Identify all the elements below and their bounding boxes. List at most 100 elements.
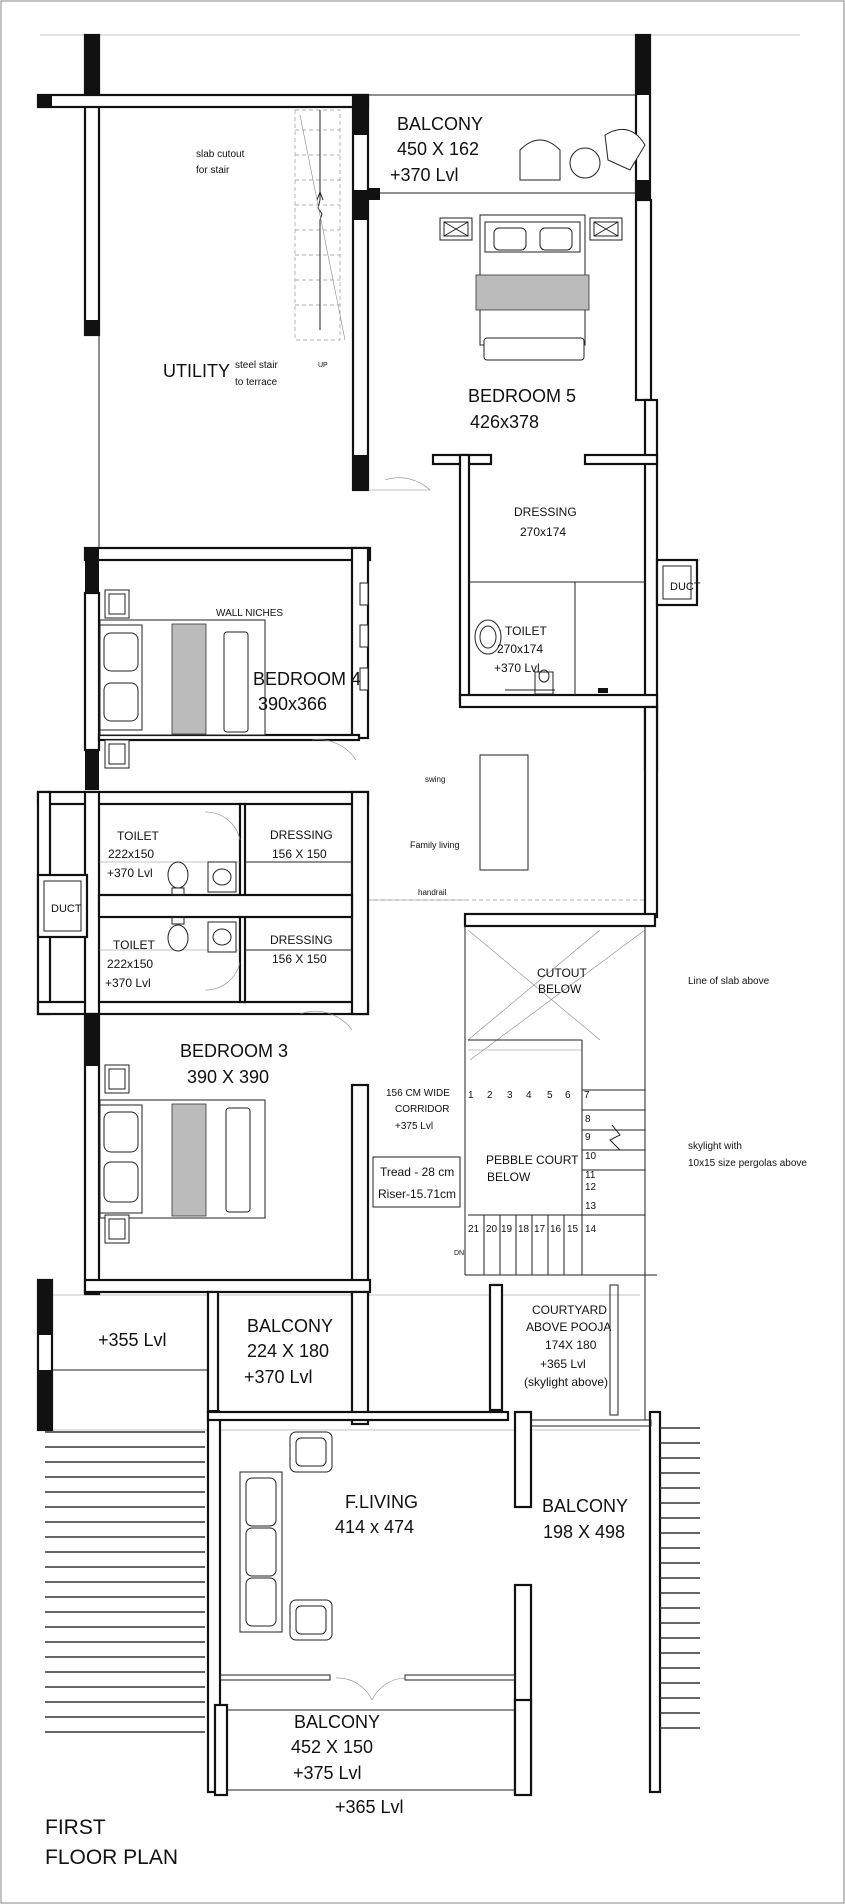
line-of-slab-note: Line of slab above <box>688 976 770 987</box>
cutout-line1: CUTOUT <box>537 966 587 980</box>
balcony-mid-block <box>36 1278 370 1432</box>
stair-number: 3 <box>507 1090 513 1101</box>
bedroom3-size: 390 X 390 <box>187 1067 269 1087</box>
balcony-right-name: BALCONY <box>542 1496 628 1516</box>
bedroom3-name: BEDROOM 3 <box>180 1041 288 1061</box>
stair-courtyard-block <box>370 705 659 1420</box>
toilets-block <box>36 790 370 1031</box>
stair-number: 11 <box>585 1170 596 1181</box>
balcony-top-name: BALCONY <box>397 114 483 134</box>
cutout-line2: BELOW <box>538 982 582 996</box>
pebble-line2: BELOW <box>487 1170 531 1184</box>
dn-label: DN <box>454 1250 464 1257</box>
balcony-right-pergola <box>45 1410 700 1794</box>
balcony-right-size: 198 X 498 <box>543 1522 625 1542</box>
skylight-note-2: 10x15 size pergolas above <box>688 1158 807 1169</box>
stair-number: 15 <box>567 1224 579 1235</box>
balcony-top-level: +370 Lvl <box>390 165 459 185</box>
dressing-b-size: 156 X 150 <box>272 952 327 966</box>
corridor-note-3: +375 Lvl <box>395 1121 433 1132</box>
steel-stair-note-1: steel stair <box>235 360 278 371</box>
swing-note: swing <box>425 775 445 784</box>
toilet-b-level: +370 Lvl <box>105 976 151 990</box>
balcony-bottom-size: 452 X 150 <box>291 1737 373 1757</box>
construction-lines <box>40 34 800 1431</box>
stair-number: 2 <box>487 1090 493 1101</box>
toilet-a-name: TOILET <box>117 829 159 843</box>
labels: BALCONY 450 X 162 +370 Lvl slab cutout f… <box>45 114 807 1869</box>
riser-note: Riser-15.71cm <box>378 1187 456 1201</box>
toilet5-size: 270x174 <box>497 642 543 656</box>
pergola-left <box>45 1431 205 1733</box>
slab-cutout-note-1: slab cutout <box>196 149 245 160</box>
stair-number: 7 <box>584 1090 590 1101</box>
pebble-line1: PEBBLE COURT <box>486 1153 579 1167</box>
stair-number: 13 <box>585 1201 597 1212</box>
bedroom5-size: 426x378 <box>470 412 539 432</box>
stair-number: 12 <box>585 1182 597 1193</box>
balcony-top-size: 450 X 162 <box>397 139 479 159</box>
stair-number: 17 <box>534 1224 546 1235</box>
toilet-b-name: TOILET <box>113 938 155 952</box>
dressing-a-size: 156 X 150 <box>272 847 327 861</box>
wall-niches-note: WALL NICHES <box>216 608 283 619</box>
bedroom3-block <box>83 1012 372 1297</box>
courtyard-level: +365 Lvl <box>540 1357 586 1371</box>
duct-left: DUCT <box>51 903 82 915</box>
corridor-note-2: CORRIDOR <box>395 1104 449 1115</box>
balcony-bottom-level: +375 Lvl <box>293 1763 362 1783</box>
family-living-note: Family living <box>410 840 460 850</box>
stair-number: 18 <box>518 1224 530 1235</box>
stair-number: 6 <box>565 1090 571 1101</box>
toilet5-name: TOILET <box>505 624 547 638</box>
bedroom4-name: BEDROOM 4 <box>253 669 361 689</box>
stair-number: 10 <box>585 1151 597 1162</box>
stair-number: 14 <box>585 1224 597 1235</box>
level-355: +355 Lvl <box>98 1330 167 1350</box>
courtyard-line2: ABOVE POOJA <box>526 1320 611 1334</box>
stair-number: 16 <box>550 1224 562 1235</box>
stair-number: 8 <box>585 1114 591 1125</box>
stair-number: 1 <box>468 1090 474 1101</box>
handrail-note: handrail <box>418 888 447 897</box>
balcony-mid-size: 224 X 180 <box>247 1341 329 1361</box>
stair-number: 9 <box>585 1132 591 1143</box>
f-living-size: 414 x 474 <box>335 1517 414 1537</box>
balcony-bottom-name: BALCONY <box>294 1712 380 1732</box>
stair-number: 4 <box>526 1090 532 1101</box>
dressing-a-name: DRESSING <box>270 828 333 842</box>
dressing5-size: 270x174 <box>520 525 566 539</box>
f-living-block <box>206 1410 533 1797</box>
dressing5-name: DRESSING <box>514 505 577 519</box>
steel-stair-note-2: to terrace <box>235 377 278 388</box>
slab-cutout-note-2: for stair <box>196 165 230 176</box>
skylight-note-1: skylight with <box>688 1141 742 1152</box>
utility-block <box>36 33 370 560</box>
stair-number: 19 <box>501 1224 513 1235</box>
drawing-title-line2: FLOOR PLAN <box>45 1846 178 1869</box>
toilet-a-size: 222x150 <box>108 847 154 861</box>
courtyard-note: (skylight above) <box>524 1375 608 1389</box>
up-label: UP <box>318 362 328 369</box>
courtyard-line1: COURTYARD <box>532 1303 607 1317</box>
toilet-b-size: 222x150 <box>107 957 153 971</box>
f-living-name: F.LIVING <box>345 1492 418 1512</box>
courtyard-size: 174X 180 <box>545 1338 597 1352</box>
toilet5-level: +370 Lvl <box>494 661 540 675</box>
bedroom4-size: 390x366 <box>258 694 327 714</box>
utility-name: UTILITY <box>163 361 230 381</box>
toilet-a-level: +370 Lvl <box>107 866 153 880</box>
dressing-b-name: DRESSING <box>270 933 333 947</box>
level-365: +365 Lvl <box>335 1797 404 1817</box>
drawing-title-line1: FIRST <box>45 1816 106 1839</box>
bedroom5-block <box>368 33 699 772</box>
duct-top: DUCT <box>670 581 701 593</box>
balcony-mid-level: +370 Lvl <box>244 1367 313 1387</box>
balcony-mid-name: BALCONY <box>247 1316 333 1336</box>
stair-number: 20 <box>486 1224 498 1235</box>
bedroom5-name: BEDROOM 5 <box>468 386 576 406</box>
stair-number: 5 <box>547 1090 553 1101</box>
tread-note: Tread - 28 cm <box>380 1165 454 1179</box>
